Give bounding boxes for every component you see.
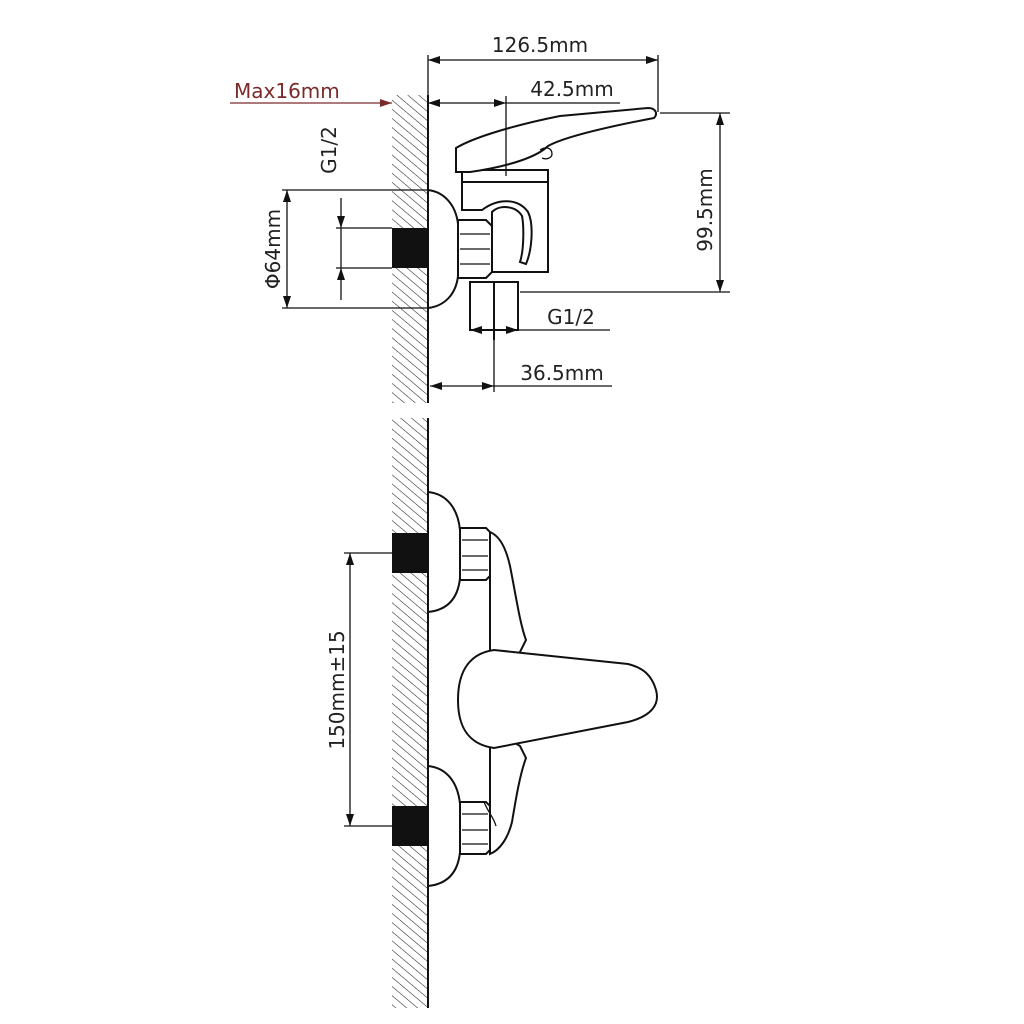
inlet-pipe	[392, 228, 428, 268]
faucet-front-view	[392, 490, 658, 888]
dimension-max-wall: Max16mm	[234, 79, 340, 103]
dimension-outlet-offset: 36.5mm	[520, 361, 604, 385]
dimension-lever-offset: 42.5mm	[530, 77, 614, 101]
lower-inlet-pipe	[392, 806, 428, 846]
dimension-inlet-spacing: 150mm±15	[325, 630, 349, 749]
dimension-flange-diameter: Φ64mm	[261, 209, 285, 289]
dimension-outlet-thread: G1/2	[547, 305, 595, 329]
dimension-lines	[230, 55, 730, 827]
dimension-inlet-thread: G1/2	[317, 126, 341, 174]
faucet-side-view	[392, 106, 657, 340]
dimension-height: 99.5mm	[693, 168, 717, 252]
dimension-overall-length: 126.5mm	[492, 33, 588, 57]
wall-section-bottom	[392, 418, 429, 1008]
upper-inlet-pipe	[392, 533, 428, 573]
